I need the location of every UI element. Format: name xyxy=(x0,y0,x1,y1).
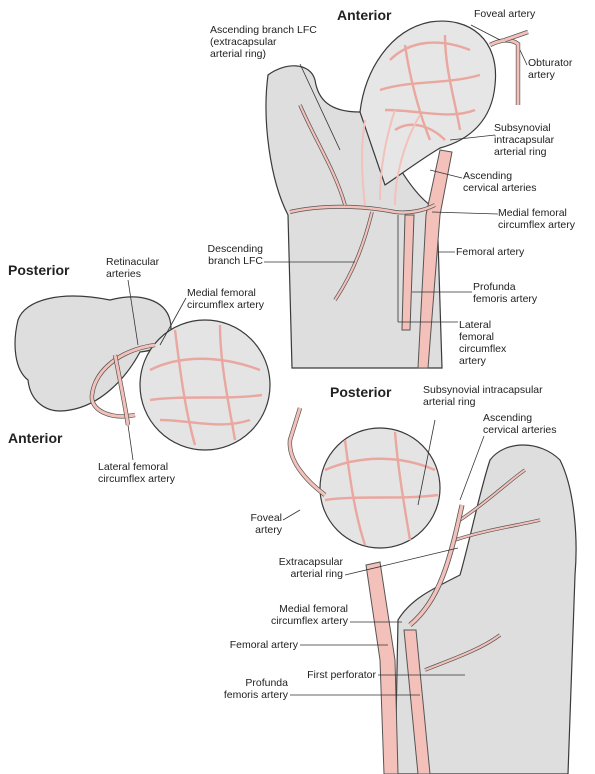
leader-lines xyxy=(127,24,528,696)
label-femoral-artery-bottom: Femoral artery xyxy=(229,639,298,651)
label-obturator-artery: Obturator artery xyxy=(528,57,573,81)
label-subsynovial-ring-bottom: Subsynovial intracapsular arterial ring xyxy=(423,384,543,408)
label-ascending-branch-lfc: Ascending branch LFC (extracapsular arte… xyxy=(210,24,317,60)
bottom-femoral-head xyxy=(319,427,441,549)
label-ascending-cervical-top: Ascending cervical arteries xyxy=(463,170,537,194)
label-medial-femoral-circumflex-bottom: Medial femoral circumflex artery xyxy=(270,603,348,627)
left-heading-anterior: Anterior xyxy=(8,430,63,446)
top-head-vessels xyxy=(379,34,481,141)
top-femoral-head xyxy=(359,20,497,186)
label-medial-femoral-circumflex-top: Medial femoral circumflex artery xyxy=(498,207,576,231)
top-femoral-artery xyxy=(417,149,453,369)
label-first-perforator: First perforator xyxy=(307,669,376,681)
bottom-femoral-artery xyxy=(365,561,399,774)
label-extracapsular-ring: Extracapsular arterial ring xyxy=(278,556,343,580)
label-profunda-femoris-top: Profunda femoris artery xyxy=(473,281,538,305)
top-femur-view xyxy=(265,20,529,369)
label-ascending-cervical-bottom: Ascending cervical arteries xyxy=(483,412,557,436)
label-profunda-femoris-bottom: Profunda femoris artery xyxy=(223,677,288,701)
label-descending-branch-lfc: Descending branch LFC xyxy=(207,243,263,267)
label-foveal-artery-bottom: Foveal artery xyxy=(250,512,282,536)
label-foveal-artery-top: Foveal artery xyxy=(474,8,536,20)
label-retinacular-arteries: Retinacular arteries xyxy=(106,256,160,280)
label-femoral-artery-top: Femoral artery xyxy=(456,246,525,258)
left-femur-view xyxy=(14,295,271,451)
label-lateral-femoral-circumflex-top: Lateral femoral circumflex artery xyxy=(459,319,507,367)
bottom-femur-bone xyxy=(394,444,577,774)
left-femoral-head xyxy=(139,319,271,451)
left-heading-posterior: Posterior xyxy=(8,262,70,278)
label-lateral-femoral-circumflex-left: Lateral femoral circumflex artery xyxy=(98,461,176,485)
top-profunda xyxy=(401,214,415,331)
top-heading: Anterior xyxy=(337,7,392,23)
bottom-femur-view xyxy=(287,407,577,774)
bottom-profunda xyxy=(403,629,431,774)
label-medial-femoral-circumflex-left: Medial femoral circumflex artery xyxy=(187,287,265,311)
left-trochanter xyxy=(14,295,172,412)
left-head-vessels xyxy=(149,324,263,446)
bottom-head-vessels xyxy=(324,431,439,546)
bottom-heading: Posterior xyxy=(330,384,392,400)
label-subsynovial-ring-top: Subsynovial intracapsular arterial ring xyxy=(494,122,555,158)
